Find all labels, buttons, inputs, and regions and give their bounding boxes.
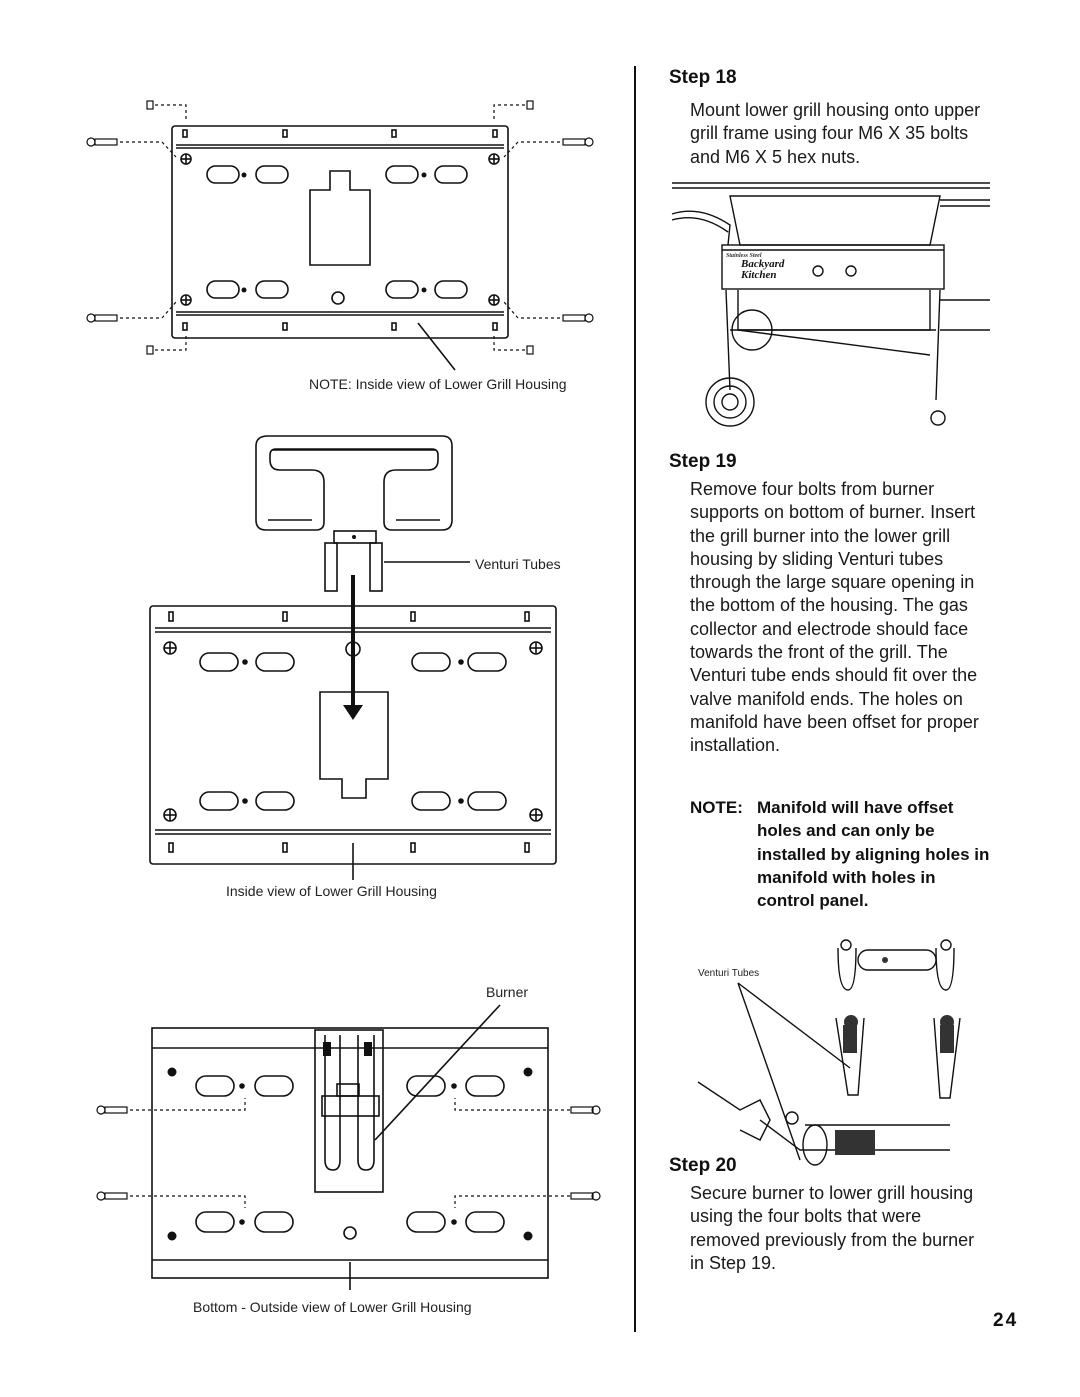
figure3-caption: Bottom - Outside view of Lower Grill Hou… xyxy=(193,1299,472,1315)
step19-text: Remove four bolts from burner supports o… xyxy=(690,479,979,756)
venturi-tubes-label: Venturi Tubes xyxy=(475,556,561,572)
step19-title: Step 19 xyxy=(669,451,737,472)
grill-brand-line1: Backyard xyxy=(741,258,785,270)
note-label: NOTE: xyxy=(690,798,743,817)
page-number: 24 xyxy=(993,1310,1019,1331)
step20-text: Secure burner to lower grill housing usi… xyxy=(690,1183,975,1273)
grill-brand-tag: Stainless Steel xyxy=(726,253,762,259)
grill-brand-line2: Kitchen xyxy=(741,269,777,281)
figure1-caption: NOTE: Inside view of Lower Grill Housing xyxy=(309,376,567,392)
note-block: NOTE: Manifold will have offset holes an… xyxy=(690,796,990,912)
venturi-tubes-small-label: Venturi Tubes xyxy=(698,968,760,979)
step18-title: Step 18 xyxy=(669,67,737,88)
step20-title: Step 20 xyxy=(669,1155,737,1176)
note-text: Manifold will have offset holes and can … xyxy=(757,798,990,911)
step18-text: Mount lower grill housing onto upper gri… xyxy=(690,100,981,167)
burner-label: Burner xyxy=(486,984,529,1000)
column-divider xyxy=(634,66,636,1332)
figure2-caption: Inside view of Lower Grill Housing xyxy=(226,883,437,899)
